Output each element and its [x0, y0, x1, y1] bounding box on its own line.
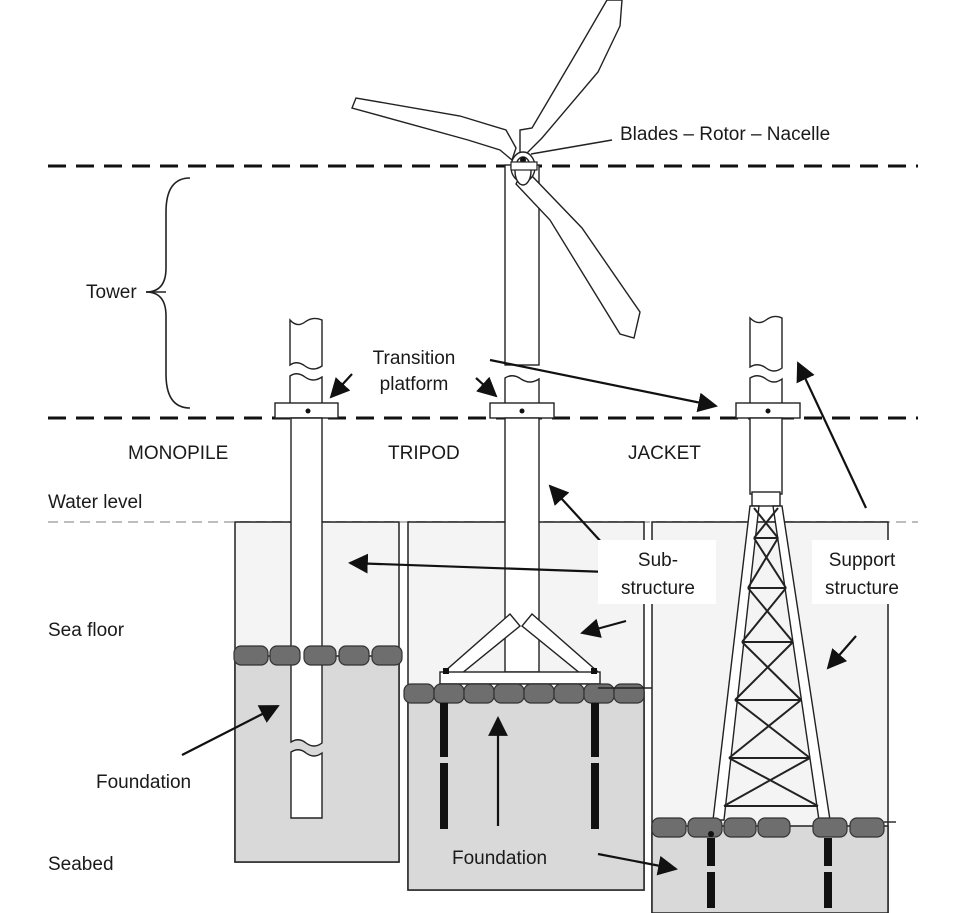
rotor-blades [351, 0, 641, 339]
label-blades-rotor-nacelle: Blades – Rotor – Nacelle [620, 124, 830, 145]
label-transition-platform-1: Transition [373, 348, 456, 369]
label-support-structure-1: Support [829, 550, 896, 571]
label-substructure-2: structure [621, 578, 695, 599]
label-sea-floor: Sea floor [48, 620, 125, 641]
label-substructure-1: Sub- [638, 550, 678, 571]
label-jacket: JACKET [628, 443, 701, 464]
jacket-panel [651, 315, 896, 913]
label-tower: Tower [86, 282, 137, 303]
labels: Blades – Rotor – Nacelle Tower Transitio… [48, 124, 899, 875]
tower-brace [145, 177, 191, 409]
label-monopile: MONOPILE [128, 443, 228, 464]
label-foundation-left: Foundation [96, 772, 191, 793]
tripod-panel [403, 164, 652, 891]
annotation-arrows [181, 358, 867, 876]
label-transition-platform-2: platform [380, 374, 449, 395]
label-foundation-bottom: Foundation [452, 848, 547, 869]
label-support-structure-2: structure [825, 578, 899, 599]
label-water-level: Water level [48, 492, 142, 513]
label-tripod: TRIPOD [388, 443, 460, 464]
label-seabed: Seabed [48, 854, 114, 875]
monopile-panel [233, 317, 403, 863]
